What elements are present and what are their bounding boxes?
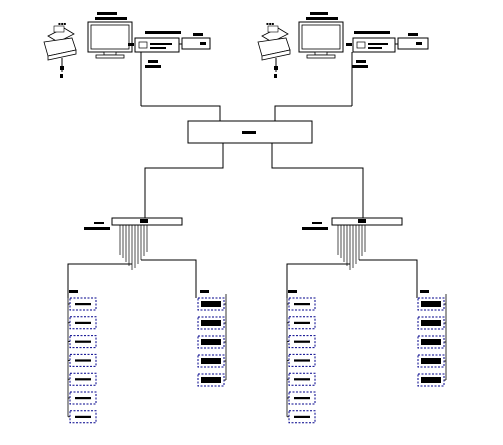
right-link-label-1 — [356, 60, 366, 63]
central-switch — [141, 105, 364, 218]
module-item — [68, 335, 97, 349]
left-rack — [67, 217, 227, 424]
left-monitor-icon — [87, 21, 133, 59]
left-controller-box-icon — [128, 37, 180, 53]
right-controller-box-icon — [346, 37, 396, 53]
module-item — [68, 410, 97, 424]
right-col-b-label — [420, 290, 429, 293]
left-hub-fanout — [119, 225, 148, 270]
left-printer-label: ▪▪▪ — [58, 21, 66, 26]
module-item — [287, 316, 316, 330]
right-small-box-label — [408, 33, 418, 36]
module-item — [417, 373, 446, 387]
left-small-box-label — [193, 33, 203, 36]
right-controller-label — [354, 31, 390, 34]
left-controller-label — [145, 31, 181, 34]
right-monitor-label-2 — [306, 17, 338, 20]
module-item — [287, 391, 316, 405]
right-printer-label: ▪▪▪ — [266, 21, 274, 26]
right-hub-label — [302, 227, 328, 230]
module-item — [287, 297, 316, 311]
left-monitor-label-1 — [97, 12, 117, 15]
left-monitor-label-2 — [95, 17, 127, 20]
right-column-b-modules — [417, 294, 447, 387]
module-item — [68, 391, 97, 405]
module-item — [287, 335, 316, 349]
module-item — [417, 335, 446, 349]
module-item — [417, 297, 446, 311]
left-small-box-icon — [179, 37, 211, 50]
module-item — [417, 316, 446, 330]
right-printer-icon — [257, 25, 291, 78]
module-item — [287, 410, 316, 424]
right-hub-icon — [331, 217, 403, 226]
left-hub-label — [84, 227, 110, 230]
right-monitor-label-1 — [310, 12, 328, 15]
right-col-a-label — [288, 290, 297, 293]
left-column-a-modules — [67, 294, 97, 424]
right-column-a-modules — [286, 294, 316, 424]
module-item — [68, 297, 97, 311]
module-item — [68, 372, 97, 386]
left-column-b-modules — [197, 294, 227, 387]
left-printer-icon — [43, 25, 77, 78]
module-item — [197, 373, 226, 387]
module-item — [197, 316, 226, 330]
module-item — [197, 297, 226, 311]
module-item — [287, 372, 316, 386]
module-item — [68, 353, 97, 367]
module-item — [287, 353, 316, 367]
module-item — [197, 335, 226, 349]
module-item — [197, 354, 226, 368]
module-item — [417, 354, 446, 368]
right-small-box-icon — [395, 37, 429, 50]
right-monitor-icon — [298, 21, 344, 59]
right-link-label-2 — [352, 65, 368, 68]
right-rack — [286, 217, 447, 424]
left-workstation: ▪▪▪ — [43, 12, 211, 106]
switch-label — [242, 131, 256, 134]
module-item — [68, 316, 97, 330]
left-link-label-2 — [145, 65, 161, 68]
right-workstation: ▪▪▪ — [257, 12, 429, 106]
right-hub-fanout — [337, 225, 366, 270]
left-link-label-1 — [148, 60, 158, 63]
left-col-a-label — [69, 290, 78, 293]
left-col-b-label — [200, 290, 209, 293]
